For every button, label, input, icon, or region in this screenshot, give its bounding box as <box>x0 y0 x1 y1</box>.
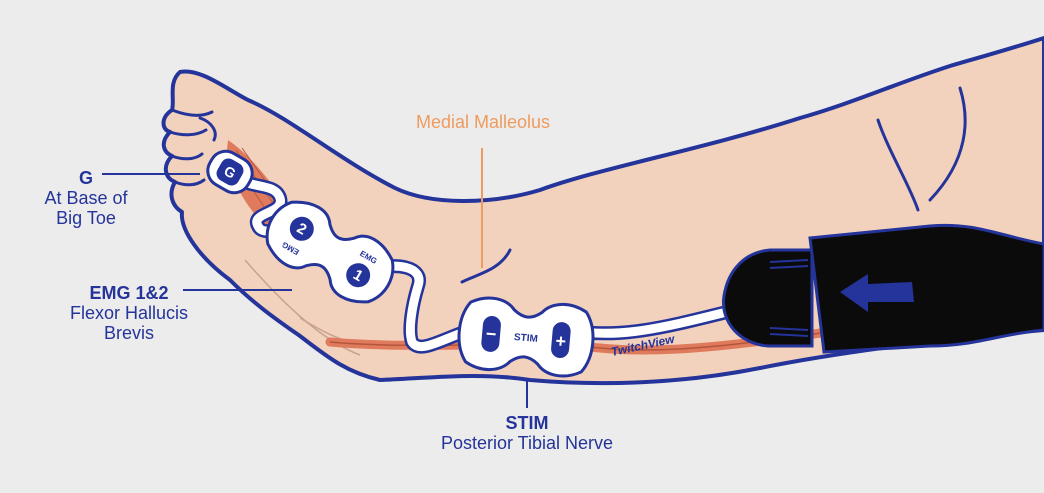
stim-label: STIM Posterior Tibial Nerve <box>400 413 654 453</box>
emg-label-line1: Flexor Hallucis <box>54 303 204 323</box>
stim-minus: − <box>485 324 497 345</box>
malleolus-label: Medial Malleolus <box>388 112 578 132</box>
stim-label-line1: Posterior Tibial Nerve <box>400 433 654 453</box>
emg-label-title: EMG 1&2 <box>54 283 204 303</box>
g-label-title: G <box>20 168 152 188</box>
stim-plus: + <box>555 331 567 352</box>
g-label-line2: Big Toe <box>20 208 152 228</box>
g-label: G At Base of Big Toe <box>20 168 152 228</box>
emg-label: EMG 1&2 Flexor Hallucis Brevis <box>54 283 204 343</box>
stim-pad-text: STIM <box>513 332 538 345</box>
emg-label-line2: Brevis <box>54 323 204 343</box>
stim-label-title: STIM <box>400 413 654 433</box>
g-label-line1: At Base of <box>20 188 152 208</box>
